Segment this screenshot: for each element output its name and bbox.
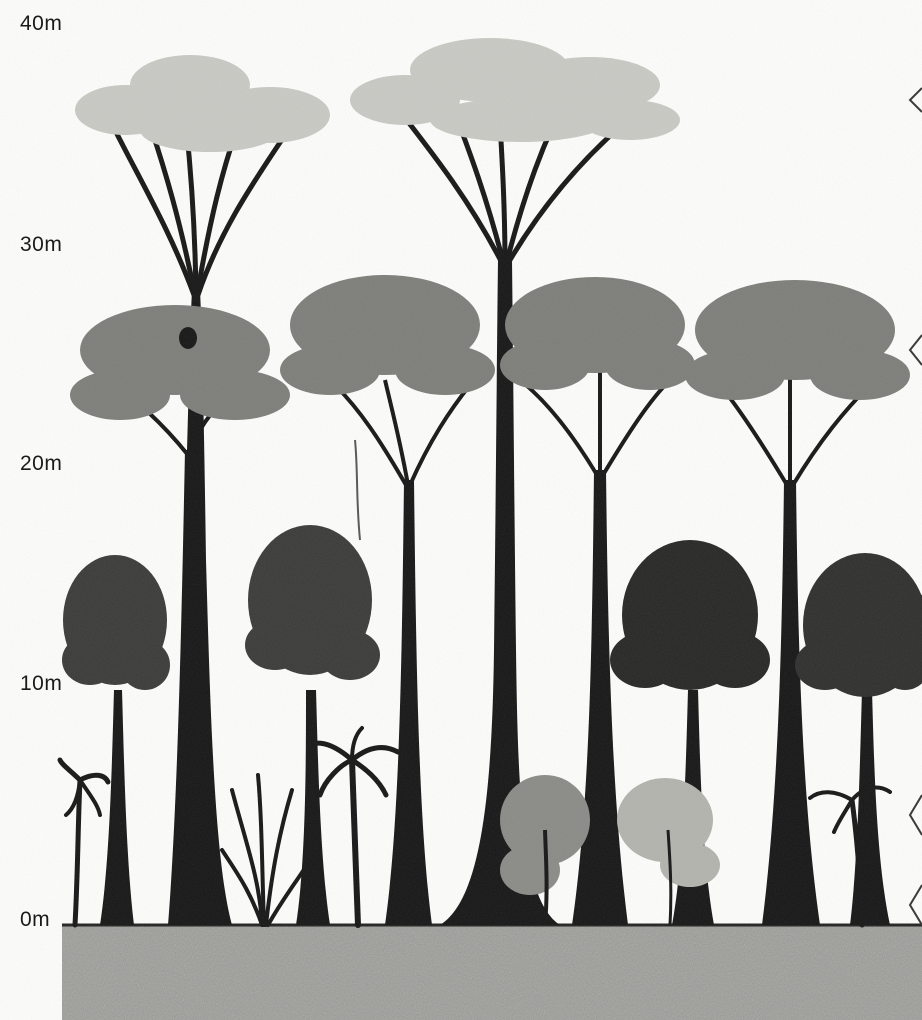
paper-grain xyxy=(0,0,922,1020)
rainforest-layers-diagram: 40m 30m 20m 10m 0m xyxy=(0,0,922,1020)
forest-illustration xyxy=(0,0,922,1020)
